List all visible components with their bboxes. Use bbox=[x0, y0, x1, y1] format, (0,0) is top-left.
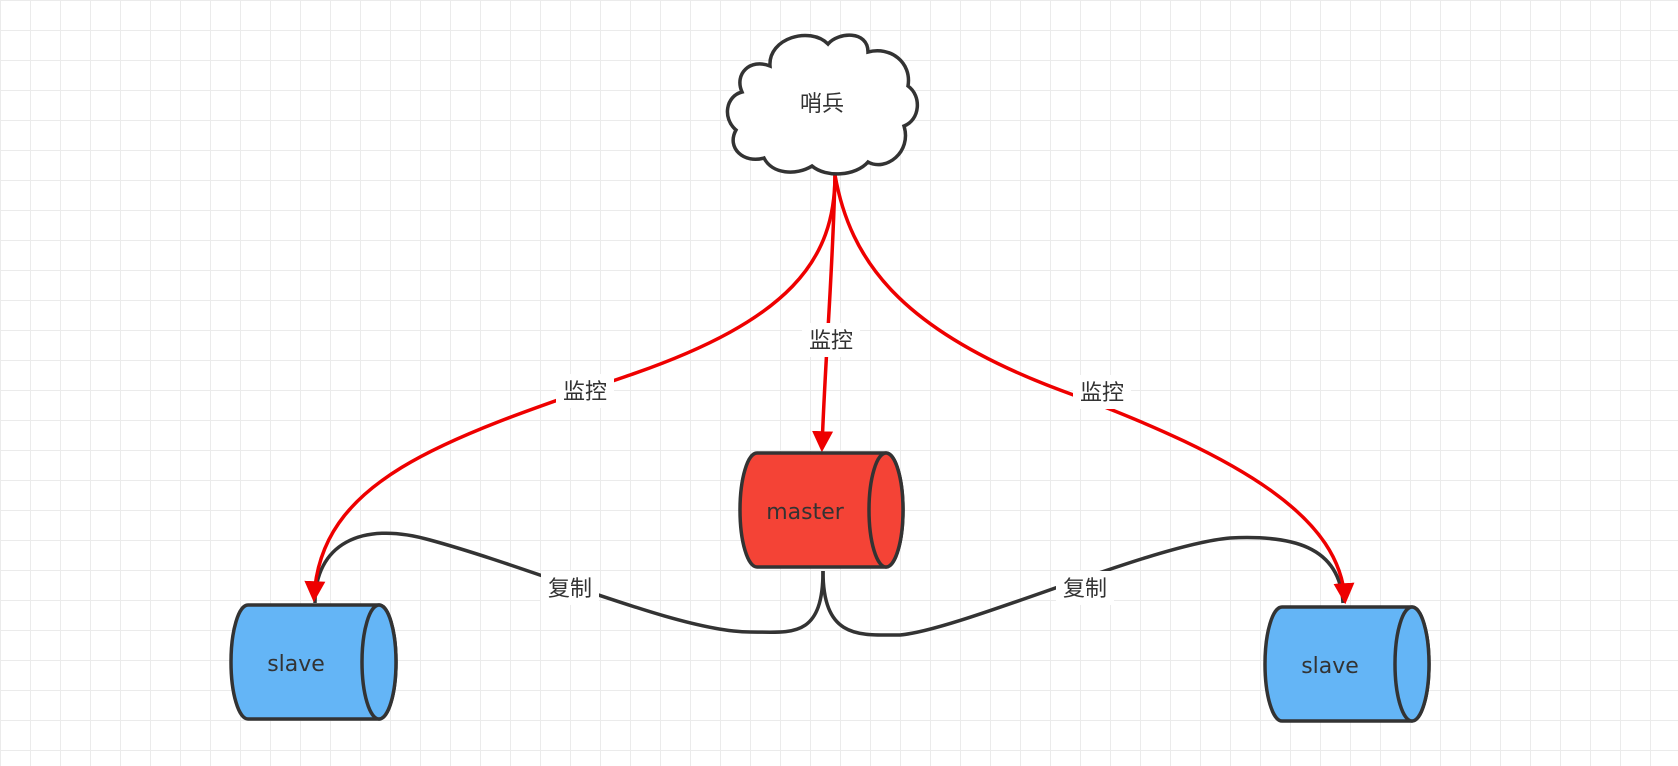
edge-monitor-master[interactable] bbox=[812, 174, 837, 453]
sentinel-label: 哨兵 bbox=[800, 92, 844, 117]
label-monitor-master: 监控 bbox=[802, 323, 860, 357]
edge-label-replicate-left: 复制 bbox=[548, 577, 592, 602]
label-monitor-right: 监控 bbox=[1073, 375, 1131, 409]
label-replicate-left: 复制 bbox=[541, 571, 599, 605]
edge-labels: 监控 监控 监控 复制 复制 bbox=[541, 323, 1131, 605]
node-sentinel[interactable]: 哨兵 bbox=[725, 33, 919, 176]
node-master[interactable]: master bbox=[738, 451, 905, 569]
edge-label-monitor-master: 监控 bbox=[809, 329, 853, 354]
edge-monitor-left[interactable] bbox=[304, 174, 837, 603]
edge-label-replicate-right: 复制 bbox=[1063, 577, 1107, 602]
slave-right-label: slave bbox=[1301, 654, 1359, 679]
master-cylinder-cap bbox=[867, 451, 905, 569]
label-monitor-left: 监控 bbox=[556, 374, 614, 408]
edge-label-monitor-right: 监控 bbox=[1080, 381, 1124, 406]
node-slave-right[interactable]: slave bbox=[1263, 605, 1431, 723]
edge-monitor-right[interactable] bbox=[833, 174, 1355, 605]
monitor-edges bbox=[304, 174, 1355, 605]
cloud-shape bbox=[725, 33, 919, 176]
slave-left-label: slave bbox=[267, 652, 325, 677]
slave-right-cylinder-cap bbox=[1393, 605, 1431, 723]
node-slave-left[interactable]: slave bbox=[229, 603, 398, 721]
master-label: master bbox=[766, 500, 845, 525]
slave-left-cylinder-cap bbox=[360, 603, 398, 721]
label-replicate-right: 复制 bbox=[1056, 571, 1114, 605]
edge-label-monitor-left: 监控 bbox=[563, 380, 607, 405]
